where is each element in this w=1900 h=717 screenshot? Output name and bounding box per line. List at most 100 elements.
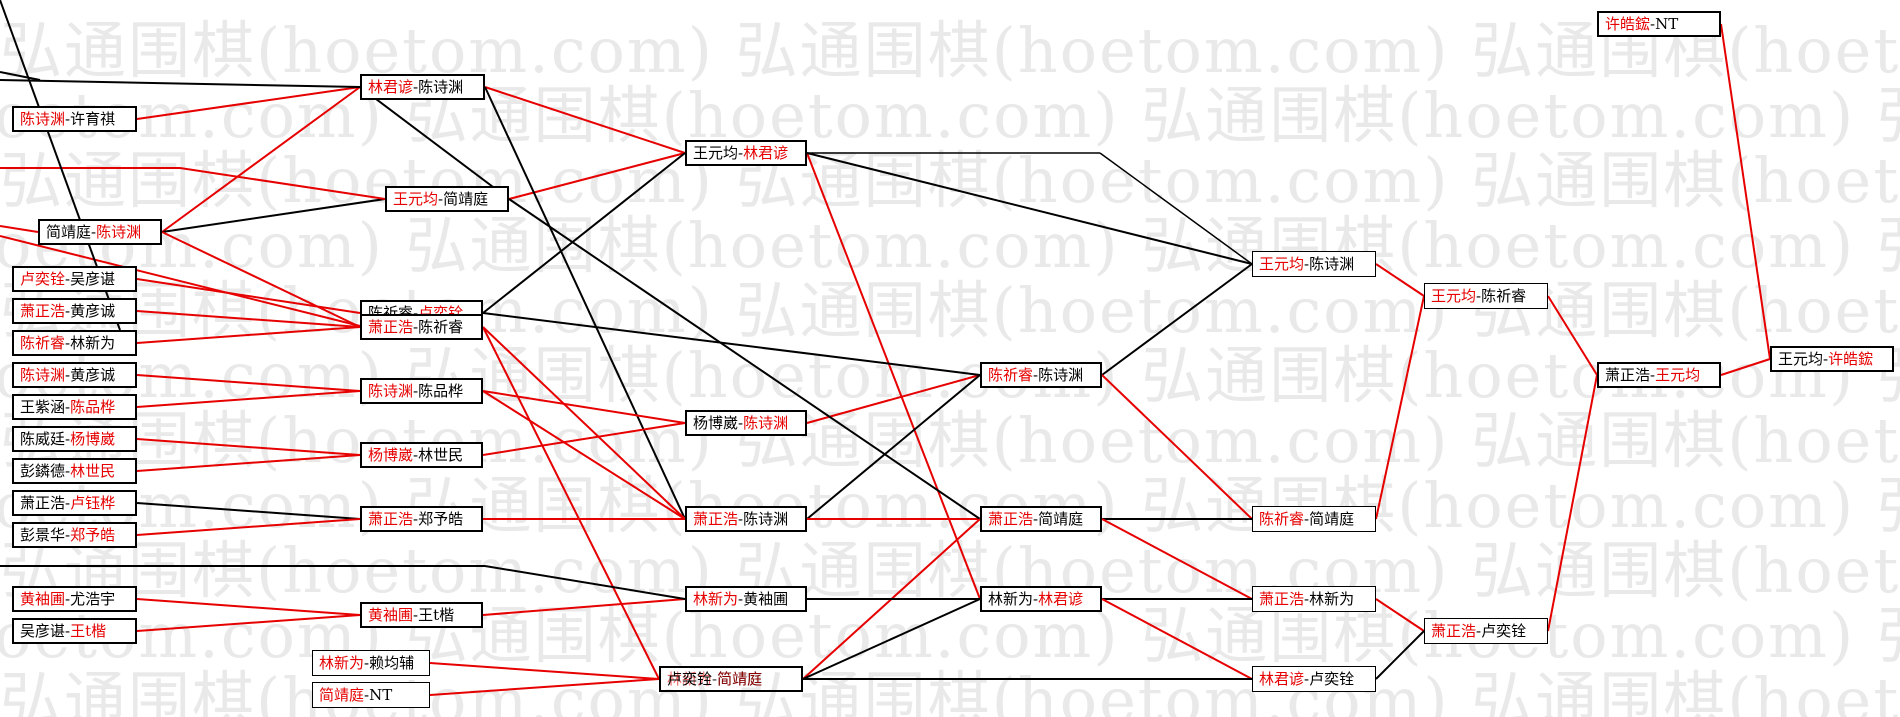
player-name: 简靖庭 [1309,510,1355,528]
match-node: 陈诗渊-黄彦诚 [12,362,137,388]
separator: - [1304,255,1310,273]
separator: - [65,110,71,128]
player-name: 陈祈睿 [1259,510,1305,528]
connector-line [482,422,686,456]
connector-line [802,598,981,680]
match-node: 林君谚-陈诗渊 [360,74,485,100]
connector-line [136,278,361,314]
connector-line [136,374,361,392]
match-node: 萧正浩-卢奕铨 [1424,618,1548,644]
player-name: 卢钰桦 [70,494,116,512]
match-node: 吴彦谌-王t楷 [12,618,137,644]
player-name: 陈诗渊 [743,414,789,432]
separator: - [712,670,718,688]
separator: - [413,318,419,336]
separator: - [413,78,419,96]
separator: - [1033,366,1039,384]
connector-line [482,598,686,616]
separator: - [1033,590,1039,608]
player-name: 杨博崴 [368,446,414,464]
connector-line [484,86,686,520]
player-name: NT [1655,15,1679,33]
separator: - [738,414,744,432]
player-name: 卢奕铨 [1309,670,1355,688]
separator: - [65,462,71,480]
match-node: 萧正浩-林新为 [1252,586,1376,612]
player-name: 王元均 [393,190,439,208]
player-name: 吴彦谌 [70,270,116,288]
connector-line [1375,295,1425,520]
player-name: 林新为 [70,334,116,352]
player-name: 许皓鋐 [1828,350,1874,368]
connector-line [806,374,981,424]
connector-line [482,312,981,376]
player-name: 萧正浩 [988,510,1034,528]
player-name: 陈品桦 [70,398,116,416]
player-name: 郑予皓 [418,510,464,528]
player-name: 林新为 [667,670,713,688]
connector-line [0,79,361,88]
match-node: 陈祈睿-简靖庭 [1252,506,1376,532]
match-node: 陈祈睿-林新为 [12,330,137,356]
separator: - [1650,366,1656,384]
separator: - [738,144,744,162]
connector-line [136,518,361,536]
player-name: 王紫涵 [20,398,66,416]
match-node: 林新为-林君谚 [980,586,1102,612]
player-name: 陈品桦 [418,382,464,400]
match-node: 林新为-黄袖圃 [685,586,807,612]
match-node: 彭景华-郑予皓 [12,522,137,548]
match-node: 黄袖圃-尤浩宇 [12,586,137,612]
player-name: 黄袖圃 [20,590,66,608]
player-name: 林君谚 [1259,670,1305,688]
player-name: 王元均 [1655,366,1701,384]
connector-line [806,152,981,600]
player-name: 陈诗渊 [1309,255,1355,273]
connector-line [136,438,361,456]
player-name: 彭景华 [20,526,66,544]
player-name: 林新为 [988,590,1034,608]
player-name: 萧正浩 [20,302,66,320]
separator: - [91,223,97,241]
separator: - [65,270,71,288]
separator: - [738,510,744,528]
connector-line [136,86,361,120]
separator: - [1033,510,1039,528]
player-name: 陈祈睿 [20,334,66,352]
player-name: 萧正浩 [693,510,739,528]
match-node: 许皓鋐-NT [1597,11,1721,37]
match-node: 王元均-林君谚 [685,140,807,166]
player-name: 陈诗渊 [20,366,66,384]
player-name: 简靖庭 [443,190,489,208]
player-name: 许育祺 [70,110,116,128]
player-name: 许皓鋐 [1605,15,1651,33]
player-name: 王t楷 [418,606,455,624]
connector-line [806,152,1253,265]
separator: - [413,606,419,624]
match-node: 杨博崴-林世民 [360,442,483,468]
connector-line [136,326,361,344]
separator: - [1476,622,1482,640]
connector-line [136,598,361,616]
player-name: 王元均 [693,144,739,162]
match-node: 简靖庭-陈诗渊 [38,219,162,245]
player-name: 卢奕铨 [20,270,66,288]
connector-line [429,662,660,680]
separator: - [65,334,71,352]
separator: - [712,670,718,688]
match-node: 卢奕铨-吴彦谌 [12,266,137,292]
player-name: 王元均 [1259,255,1305,273]
player-name: 黄彦诚 [70,302,116,320]
player-name: 萧正浩 [1431,622,1477,640]
player-name: 林世民 [418,446,464,464]
match-node: 萧正浩-黄彦诚 [12,298,137,324]
connector-line [1547,295,1598,376]
player-name: 赖均辅 [369,654,415,672]
connector-line [136,454,361,472]
connector-line [161,86,361,233]
player-name: 陈诗渊 [368,382,414,400]
match-node: 杨博崴-陈诗渊 [685,410,807,436]
connector-line [136,310,361,328]
player-name: 萧正浩 [1259,590,1305,608]
